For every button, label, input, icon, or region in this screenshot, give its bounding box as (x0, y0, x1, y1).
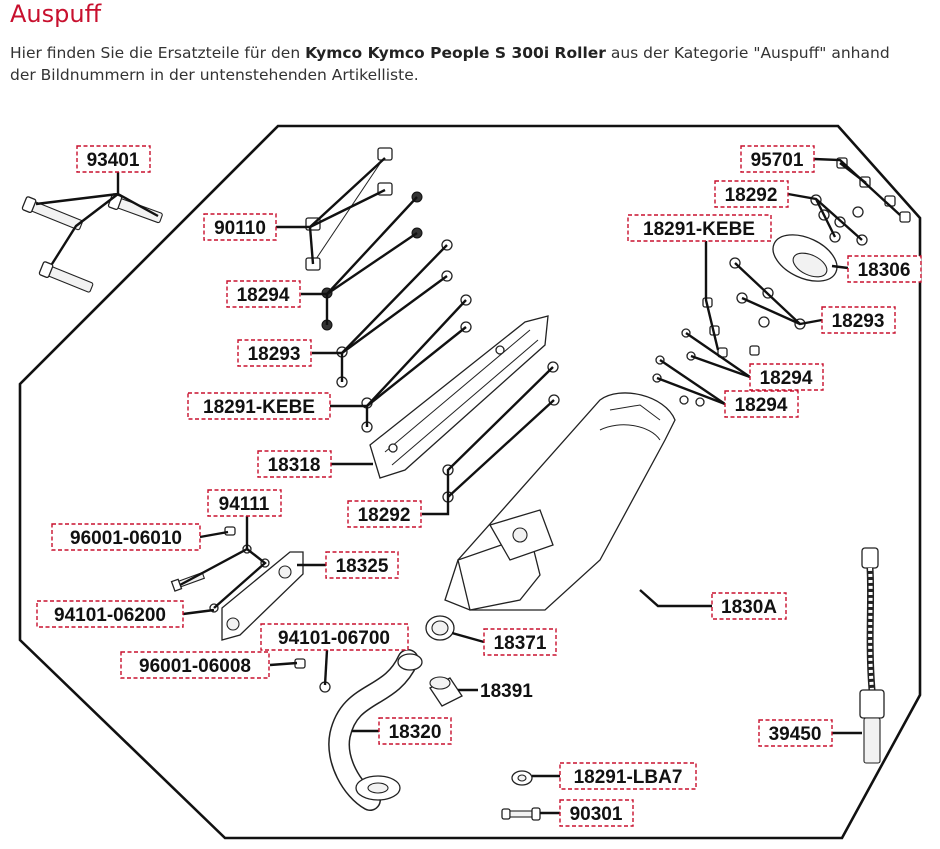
part-label-94101-06700[interactable]: 94101-06700 (260, 623, 409, 651)
svg-text:18293: 18293 (832, 311, 885, 332)
svg-text:18391: 18391 (480, 681, 533, 702)
part-label-18292-right[interactable]: 18292 (714, 180, 789, 208)
diagram-frame (18, 124, 922, 840)
svg-text:95701: 95701 (751, 150, 804, 171)
svg-text:94101-06700: 94101-06700 (278, 628, 390, 649)
part-label-18391[interactable]: 18391 (480, 681, 533, 702)
intro-suffix: aus der Kategorie "Auspuff" anhand der B… (10, 44, 890, 84)
part-label-18306[interactable]: 18306 (847, 255, 922, 283)
svg-text:18292: 18292 (725, 185, 778, 206)
part-18291-lba7-gasket (511, 770, 533, 786)
part-label-18371[interactable]: 18371 (483, 628, 557, 656)
part-label-18320[interactable]: 18320 (378, 717, 452, 745)
svg-text:1830A: 1830A (721, 597, 777, 618)
svg-text:18294: 18294 (760, 368, 813, 389)
part-90301-bolt (501, 807, 541, 821)
svg-text:18294: 18294 (735, 395, 788, 416)
svg-text:18306: 18306 (858, 260, 911, 281)
part-1830a-muffler (425, 392, 676, 641)
part-label-96001-06010[interactable]: 96001-06010 (51, 523, 201, 551)
svg-text:18294: 18294 (237, 285, 290, 306)
svg-text:18320: 18320 (389, 722, 442, 743)
part-label-18325[interactable]: 18325 (325, 551, 399, 579)
part-label-18291-kebe-right[interactable]: 18291-KEBE (627, 214, 772, 242)
svg-text:90110: 90110 (214, 218, 266, 239)
part-18320-exhaust-pipe (328, 649, 423, 811)
svg-text:18291-KEBE: 18291-KEBE (643, 219, 755, 240)
part-label-95701[interactable]: 95701 (740, 145, 815, 173)
intro-prefix: Hier finden Sie die Ersatzteile für den (10, 44, 306, 62)
part-18318-heat-shield (369, 315, 549, 479)
part-label-94101-06200[interactable]: 94101-06200 (36, 600, 184, 628)
part-93401-bolts (21, 193, 163, 293)
part-95701-bolts (810, 157, 911, 246)
part-39450-o2-sensor (859, 547, 885, 764)
part-label-18293-left[interactable]: 18293 (237, 339, 312, 367)
part-label-18292-left[interactable]: 18292 (347, 500, 422, 528)
part-label-18318[interactable]: 18318 (257, 450, 332, 478)
svg-text:18291-KEBE: 18291-KEBE (203, 397, 315, 418)
svg-text:90301: 90301 (570, 804, 623, 825)
svg-text:94111: 94111 (219, 494, 270, 515)
svg-text:96001-06008: 96001-06008 (139, 656, 251, 677)
svg-text:18291-LBA7: 18291-LBA7 (574, 767, 683, 788)
svg-text:18371: 18371 (494, 633, 547, 654)
part-label-39450[interactable]: 39450 (758, 719, 833, 747)
part-label-18294-left[interactable]: 18294 (226, 280, 301, 308)
part-18325-bracket (221, 551, 304, 641)
part-label-1830a[interactable]: 1830A (711, 592, 787, 620)
svg-text:18292: 18292 (358, 505, 411, 526)
svg-text:18318: 18318 (268, 455, 321, 476)
svg-text:39450: 39450 (769, 724, 822, 745)
part-label-94111[interactable]: 94111 (207, 489, 282, 517)
part-label-18294-right-2[interactable]: 18294 (724, 390, 799, 418)
part-label-90110[interactable]: 90110 (203, 213, 277, 241)
part-18391-sleeve (429, 676, 463, 707)
part-label-90301[interactable]: 90301 (559, 799, 634, 827)
svg-text:18293: 18293 (248, 344, 301, 365)
part-label-18294-right-1[interactable]: 18294 (749, 363, 824, 391)
svg-text:93401: 93401 (87, 150, 140, 171)
svg-text:96001-06010: 96001-06010 (70, 528, 182, 549)
part-18306-end-cap (772, 234, 838, 282)
part-label-18291-lba7[interactable]: 18291-LBA7 (559, 762, 697, 790)
vehicle-name: Kymco Kymco People S 300i Roller (305, 44, 606, 62)
intro-text: Hier finden Sie die Ersatzteile für den … (10, 42, 910, 86)
part-label-18293-right[interactable]: 18293 (821, 306, 896, 334)
part-label-93401[interactable]: 93401 (76, 145, 151, 173)
part-right-gasket-hardware (652, 257, 806, 407)
svg-text:18325: 18325 (336, 556, 389, 577)
part-label-18291-kebe-left[interactable]: 18291-KEBE (187, 392, 331, 420)
part-label-96001-06008[interactable]: 96001-06008 (120, 651, 270, 679)
page-title: Auspuff (10, 0, 102, 28)
leader-lines (35, 157, 901, 815)
svg-text:94101-06200: 94101-06200 (54, 605, 166, 626)
